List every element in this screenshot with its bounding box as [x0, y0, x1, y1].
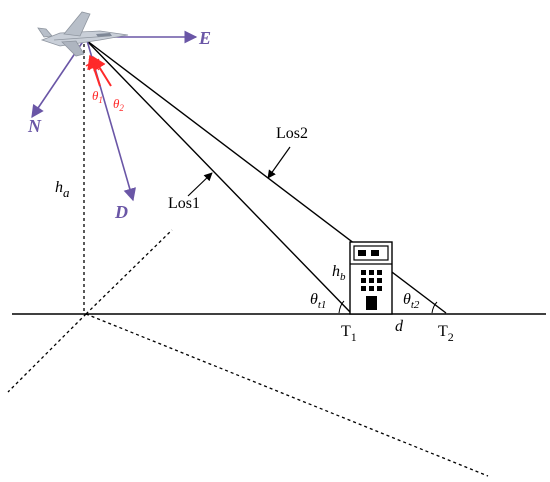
- theta-t2-arc: [431, 301, 438, 314]
- ground-dotted-back: [85, 229, 173, 315]
- ground-dotted-right: [85, 313, 489, 477]
- aircraft-icon: [37, 11, 129, 57]
- building-height-label: hb: [332, 263, 346, 283]
- building-icon: [349, 241, 393, 315]
- theta-t1-arc: [338, 300, 345, 314]
- down-axis: [85, 36, 136, 202]
- distance-label: d: [395, 318, 404, 335]
- altitude-label: ha: [55, 179, 70, 200]
- theta-t2-label: θt2: [403, 291, 420, 311]
- ground-dotted-front: [7, 313, 87, 393]
- los2-label: Los2: [276, 125, 308, 142]
- los1-label: Los1: [168, 195, 200, 212]
- target1-label: T1: [341, 323, 357, 344]
- down-label: D: [114, 202, 128, 222]
- theta1-label: θ1: [92, 88, 103, 105]
- theta-tick-b: [88, 58, 100, 71]
- los2-pointer: [267, 146, 291, 179]
- north-label: N: [27, 116, 42, 136]
- east-label: E: [198, 28, 211, 48]
- theta-arc: [85, 61, 105, 67]
- theta2-label: θ2: [113, 96, 124, 113]
- los1-pointer: [187, 172, 213, 197]
- target2-label: T2: [438, 323, 454, 344]
- theta-t1-label: θt1: [310, 291, 326, 311]
- los1-line: [85, 39, 352, 314]
